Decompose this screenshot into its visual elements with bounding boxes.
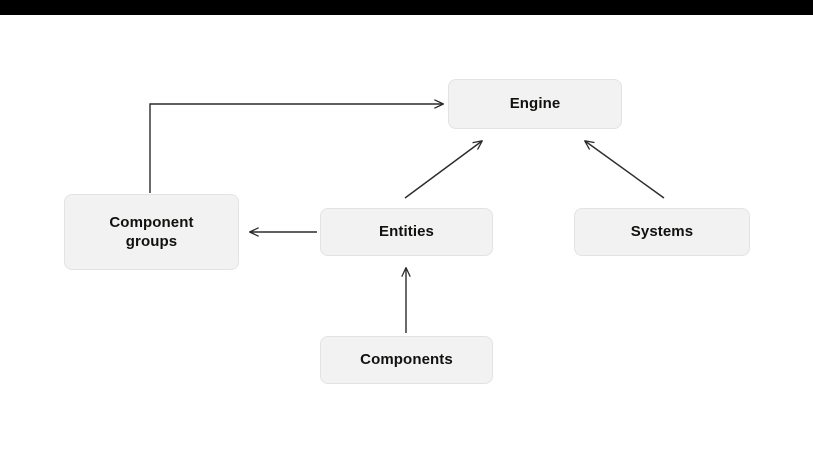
node-component-groups[interactable]: Component groups [64,194,239,270]
node-entities[interactable]: Entities [320,208,493,256]
edge-component-groups-to-engine [149,104,443,193]
node-component-groups-label: Component groups [109,213,194,250]
node-systems-label: Systems [630,223,694,241]
letterbox-top-bar [0,0,813,15]
edge-systems-to-engine [585,141,665,199]
node-engine-label: Engine [509,95,561,113]
node-engine[interactable]: Engine [448,79,622,129]
node-systems[interactable]: Systems [574,208,750,256]
node-components[interactable]: Components [320,336,493,384]
node-entities-label: Entities [379,223,434,241]
edge-entities-to-engine [404,141,482,199]
node-components-label: Components [360,351,453,369]
